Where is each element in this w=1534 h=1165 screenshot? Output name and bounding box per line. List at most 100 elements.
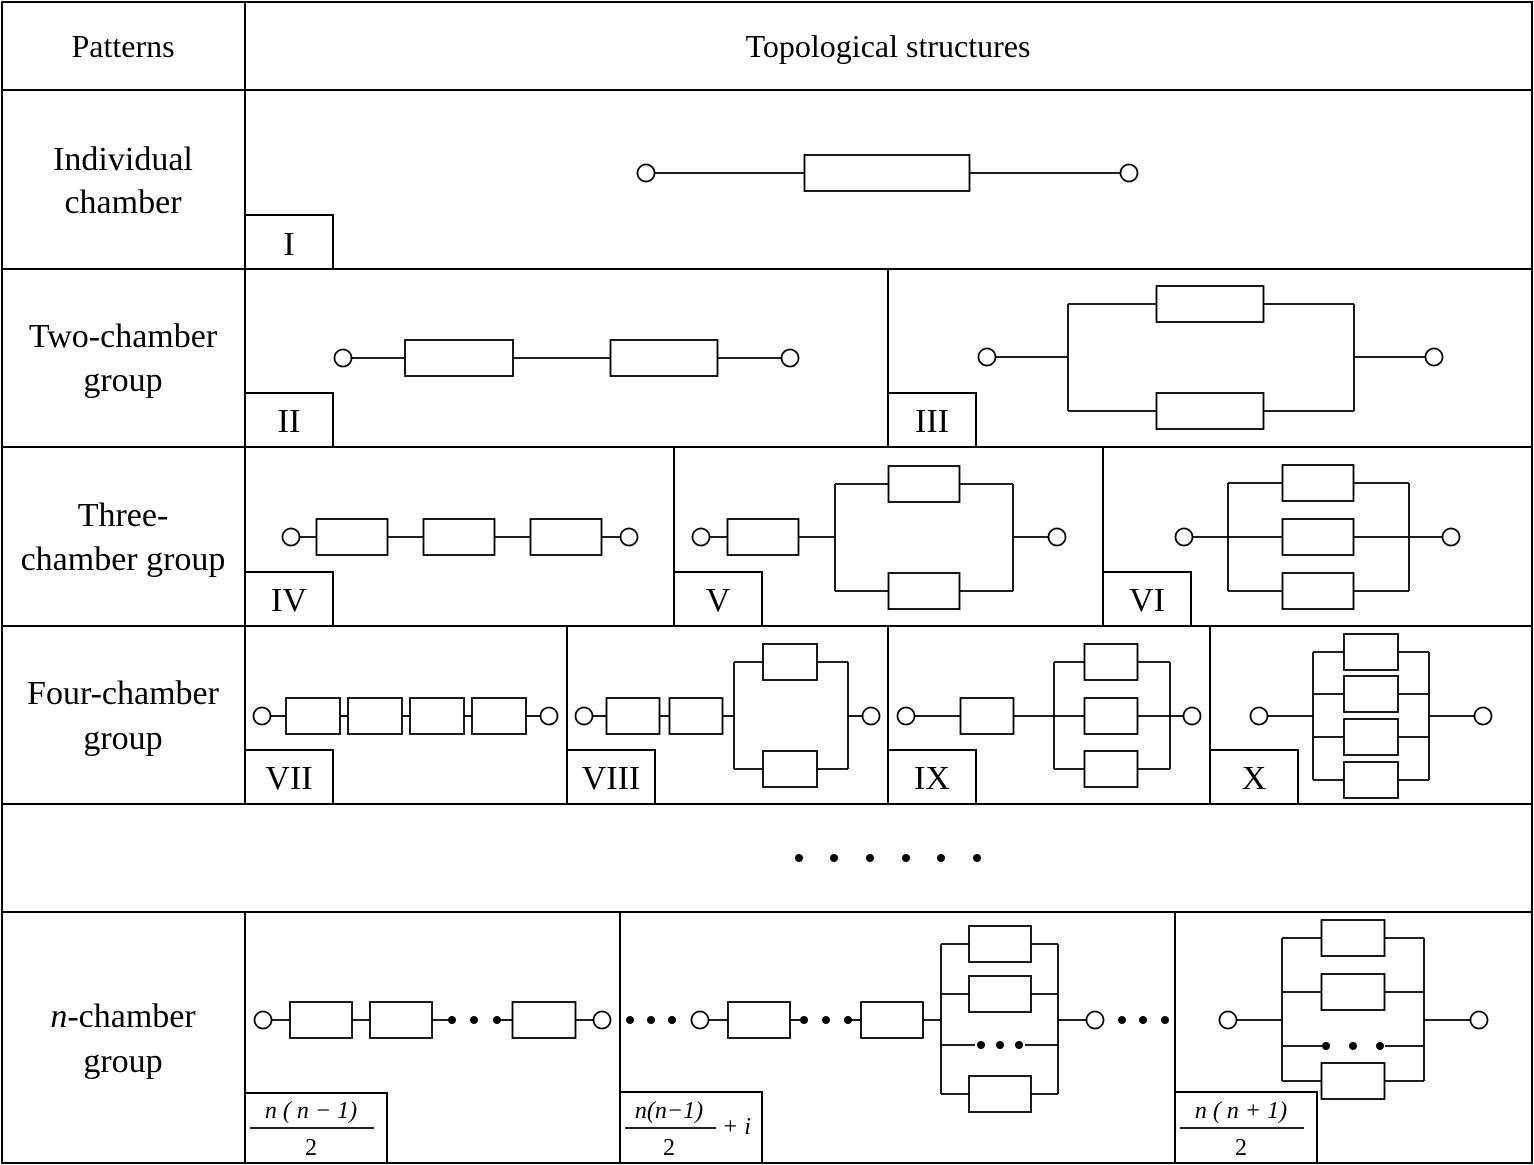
terminal-node	[1047, 527, 1067, 547]
chamber-block	[511, 1001, 577, 1039]
row-label-four-chamber: Four-chamber group	[27, 675, 220, 757]
ellipsis-dot	[668, 1016, 676, 1024]
structure-id-III: III	[915, 403, 949, 440]
chamber-block	[968, 1075, 1032, 1113]
chamber-block	[887, 465, 961, 503]
chamber-block	[1343, 718, 1399, 756]
chamber-block	[369, 1001, 433, 1039]
row-label-two-chamber: Two-chamber group	[29, 318, 218, 399]
chamber-block	[1083, 643, 1139, 681]
ellipsis-dot	[1118, 1016, 1126, 1024]
chamber-block	[860, 1001, 924, 1039]
row-label-three-chamber: Three- chamber group	[21, 497, 226, 578]
chamber-block	[1343, 761, 1399, 799]
terminal-node	[691, 527, 711, 547]
ellipsis-dot	[1139, 1016, 1147, 1024]
chamber-block	[762, 643, 818, 681]
terminal-node	[1182, 706, 1202, 726]
formula-numerator: n(n−1)	[635, 1098, 703, 1124]
terminal-node	[253, 1010, 273, 1030]
chamber-block	[609, 339, 719, 377]
chamber-block	[887, 572, 961, 610]
chamber-block	[1320, 919, 1386, 957]
chamber-block	[289, 1001, 353, 1039]
chamber-block	[968, 975, 1032, 1013]
formula-series: n ( n − 1) 2	[244, 1092, 388, 1164]
terminal-node	[1249, 706, 1269, 726]
ellipsis-dot	[830, 854, 838, 862]
ellipsis-dot	[1349, 1042, 1357, 1050]
structure-id-V: V	[706, 582, 731, 619]
terminal-node	[690, 1010, 710, 1030]
terminal-node	[861, 706, 881, 726]
row-label-line: Individual	[53, 141, 193, 178]
row-label-line: group	[83, 1043, 162, 1080]
terminal-node	[1085, 1010, 1105, 1030]
formula-parallel: n ( n + 1) 2	[1174, 1091, 1318, 1164]
terminal-node	[896, 706, 916, 726]
ellipsis-dot	[647, 1016, 655, 1024]
header-topological-structures: Topological structures	[746, 28, 1031, 64]
ellipsis-dot	[937, 854, 945, 862]
chamber-block	[1320, 973, 1386, 1011]
terminal-node	[619, 527, 639, 547]
terminal-node	[636, 163, 656, 183]
chamber-block	[315, 518, 389, 556]
terminal-node	[780, 348, 800, 368]
structure-id-IV: IV	[271, 582, 307, 619]
chamber-block	[1083, 750, 1139, 788]
structure-id-tabs: I II III IV V VI VII VIII IX X	[244, 214, 1299, 805]
ellipsis-dot	[866, 854, 874, 862]
chamber-block	[409, 697, 465, 735]
chamber-block	[529, 518, 603, 556]
row-label-line: group	[83, 362, 162, 399]
circuit-drawings	[252, 154, 1493, 1113]
terminal-node	[1119, 163, 1139, 183]
terminal-node	[1469, 1010, 1489, 1030]
ellipsis-dot	[973, 854, 981, 862]
ellipsis-dot	[800, 1016, 808, 1024]
terminal-node	[1441, 527, 1461, 547]
ellipsis-dot	[470, 1016, 478, 1024]
terminal-node	[574, 706, 594, 726]
terminal-node	[1174, 527, 1194, 547]
chamber-block	[471, 697, 527, 735]
row-label-line: chamber	[64, 184, 182, 221]
ellipsis-dot	[448, 1016, 456, 1024]
chamber-block	[1281, 572, 1355, 610]
structure-id-X: X	[1242, 760, 1267, 797]
formula-denominator: 2	[1235, 1135, 1247, 1161]
row-label-line: Three-	[78, 497, 169, 534]
chamber-block	[727, 1001, 791, 1039]
ellipsis-dot	[977, 1041, 985, 1049]
chamber-block	[404, 339, 514, 377]
terminal-node	[252, 706, 272, 726]
chamber-block	[285, 697, 341, 735]
row-label-line: chamber group	[21, 541, 226, 578]
ellipsis-dot	[626, 1016, 634, 1024]
structure-id-II: II	[278, 403, 301, 440]
structure-id-VII: VII	[265, 760, 312, 797]
ellipsis-dot	[1376, 1042, 1384, 1050]
formula-denominator: 2	[663, 1135, 675, 1161]
chamber-block	[1281, 464, 1355, 502]
row-label-line: n-chamber	[50, 998, 196, 1035]
ellipsis-dot	[795, 854, 803, 862]
chamber-block	[347, 697, 403, 735]
terminal-node	[977, 347, 997, 367]
row-label-n-chamber: n-chamber group	[50, 998, 196, 1080]
chamber-block	[1343, 675, 1399, 713]
chamber-block	[803, 154, 971, 192]
chamber-block	[1083, 697, 1139, 735]
formula-mixed: n(n−1) 2 + i	[619, 1091, 763, 1164]
ellipsis-dot	[844, 1016, 852, 1024]
formula-numerator: n ( n − 1)	[265, 1098, 357, 1124]
chamber-block	[762, 750, 818, 788]
chamber-block	[1343, 633, 1399, 671]
terminal-node	[1424, 347, 1444, 367]
terminal-node	[539, 706, 559, 726]
terminal-node	[1473, 706, 1493, 726]
chamber-block	[1320, 1062, 1386, 1100]
chamber-block	[422, 518, 496, 556]
formula-suffix: + i	[722, 1114, 751, 1140]
